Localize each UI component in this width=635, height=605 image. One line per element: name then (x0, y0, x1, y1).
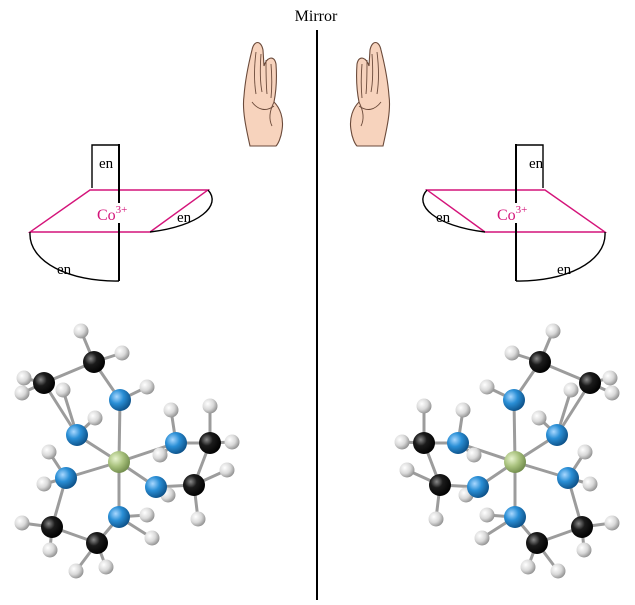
hydrogen-atom (73, 323, 89, 339)
hydrogen-atom (545, 323, 561, 339)
carbon-atom (413, 432, 435, 454)
cobalt-atom (108, 451, 130, 473)
hydrogen-atom (563, 382, 579, 398)
hydrogen-atom (55, 382, 71, 398)
left-schematic: en en en Co3+ (27, 144, 213, 282)
hydrogen-atom (14, 385, 30, 401)
hydrogen-atom (98, 559, 114, 575)
nitrogen-atom (55, 467, 77, 489)
hydrogen-atom (455, 402, 471, 418)
hydrogen-atom (394, 434, 410, 450)
nitrogen-atom (165, 432, 187, 454)
left-ion-bg (95, 203, 141, 223)
hydrogen-atom (144, 530, 160, 546)
hydrogen-atom (602, 370, 618, 386)
left-en-top-label: en (99, 156, 114, 172)
hydrogen-atom (224, 434, 240, 450)
hydrogen-atom (114, 345, 130, 361)
mirror-title: Mirror (295, 8, 338, 25)
hydrogen-atom (202, 398, 218, 414)
right-en-top-arc (516, 144, 544, 188)
hydrogen-atom (504, 345, 520, 361)
hydrogen-atom (479, 379, 495, 395)
carbon-atom (33, 372, 55, 394)
right-en-left-label: en (436, 210, 451, 226)
left-molecule-model (14, 323, 240, 579)
hydrogen-atom (14, 515, 30, 531)
carbon-atom (199, 432, 221, 454)
hydrogen-atom (152, 447, 168, 463)
hydrogen-atom (466, 447, 482, 463)
nitrogen-atom (66, 424, 88, 446)
right-schematic: en en en Co3+ (422, 144, 608, 282)
right-en-bottom-arc (515, 231, 606, 282)
right-en-top-label: en (529, 156, 544, 172)
nitrogen-atom (546, 424, 568, 446)
left-en-right-arc (149, 189, 213, 233)
nitrogen-atom (447, 432, 469, 454)
hydrogen-atom (604, 515, 620, 531)
hydrogen-atom (68, 563, 84, 579)
carbon-atom (529, 351, 551, 373)
hydrogen-atom (41, 444, 57, 460)
carbon-atom (83, 351, 105, 373)
hydrogen-atom (42, 542, 58, 558)
carbon-atom (526, 532, 548, 554)
hydrogen-atom (87, 410, 103, 426)
carbon-atom (86, 532, 108, 554)
nitrogen-atom (504, 506, 526, 528)
hydrogen-atom (550, 563, 566, 579)
hydrogen-atom (474, 530, 490, 546)
nitrogen-atom (109, 389, 131, 411)
hydrogen-atom (531, 410, 547, 426)
right-en-bottom-label: en (557, 262, 572, 278)
hydrogen-atom (139, 507, 155, 523)
hydrogen-atom (399, 462, 415, 478)
hydrogen-atom (36, 476, 52, 492)
right-en-left-arc (422, 189, 486, 233)
left-en-bottom-arc (29, 231, 120, 282)
nitrogen-atom (467, 476, 489, 498)
hydrogen-atom (163, 402, 179, 418)
nitrogen-atom (503, 389, 525, 411)
left-hand-icon (242, 41, 284, 147)
hydrogen-atom (479, 507, 495, 523)
hydrogen-atom (416, 398, 432, 414)
hydrogen-atom (520, 559, 536, 575)
hydrogen-atom (139, 379, 155, 395)
left-en-top-arc (91, 144, 119, 188)
hydrogen-atom (577, 444, 593, 460)
right-molecule-model (394, 323, 620, 579)
right-ion-bg (495, 203, 541, 223)
carbon-atom (579, 372, 601, 394)
nitrogen-atom (557, 467, 579, 489)
right-ion-label: Co3+ (497, 204, 527, 224)
left-en-right-label: en (177, 210, 192, 226)
cobalt-atom (504, 451, 526, 473)
right-hand-icon (349, 41, 391, 147)
carbon-atom (571, 516, 593, 538)
nitrogen-atom (108, 506, 130, 528)
nitrogen-atom (145, 476, 167, 498)
hydrogen-atom (604, 385, 620, 401)
hydrogen-atom (190, 511, 206, 527)
hydrogen-atom (219, 462, 235, 478)
carbon-atom (429, 474, 451, 496)
hydrogen-atom (582, 476, 598, 492)
hydrogen-atom (428, 511, 444, 527)
hydrogen-atom (16, 370, 32, 386)
carbon-atom (41, 516, 63, 538)
hydrogen-atom (576, 542, 592, 558)
carbon-atom (183, 474, 205, 496)
left-ion-label: Co3+ (97, 204, 127, 224)
left-en-bottom-label: en (57, 262, 72, 278)
